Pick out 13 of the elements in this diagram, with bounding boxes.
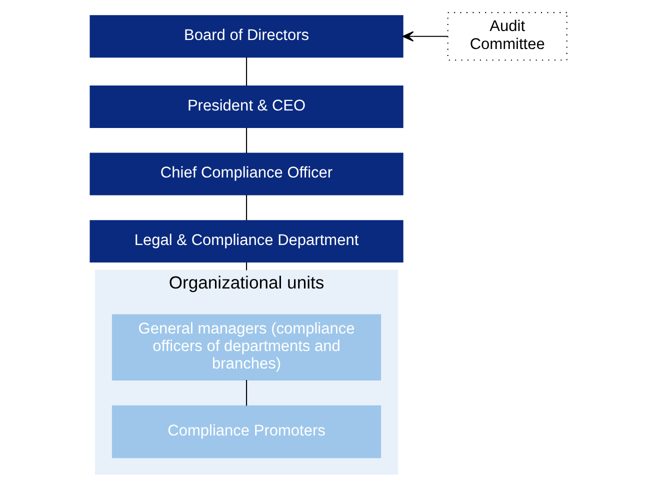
connector xyxy=(246,128,247,154)
node-box: Board of Directors xyxy=(89,15,403,58)
arrow xyxy=(402,31,448,42)
node-box: Audit Committee xyxy=(446,12,567,61)
connector xyxy=(246,194,247,220)
connector xyxy=(246,380,247,406)
node-box: President & CEO xyxy=(89,86,403,128)
node-box: Chief Compliance Officer xyxy=(89,152,403,196)
connector xyxy=(246,57,247,86)
node-box: Legal & Compliance Department xyxy=(89,220,403,262)
node-box: General managers (compliance officers of departments and branches) xyxy=(111,314,381,380)
node-box: Compliance Promoters xyxy=(111,405,381,458)
connector xyxy=(246,262,247,270)
